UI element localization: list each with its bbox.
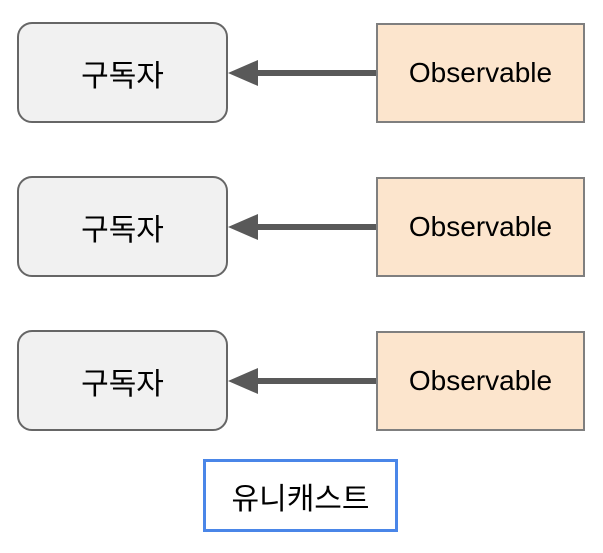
observable-box: Observable [376, 331, 585, 431]
arrow-left-icon [228, 368, 376, 394]
subscriber-box: 구독자 [17, 330, 228, 431]
subscriber-box: 구독자 [17, 176, 228, 277]
diagram-row: 구독자 Observable [0, 330, 603, 431]
arrow-left-icon [228, 214, 376, 240]
observable-box: Observable [376, 23, 585, 123]
subscriber-box: 구독자 [17, 22, 228, 123]
diagram-row: 구독자 Observable [0, 22, 603, 123]
observable-box: Observable [376, 177, 585, 277]
diagram-row: 구독자 Observable [0, 176, 603, 277]
unicast-caption-box: 유니캐스트 [203, 459, 398, 532]
arrow-left-icon [228, 60, 376, 86]
